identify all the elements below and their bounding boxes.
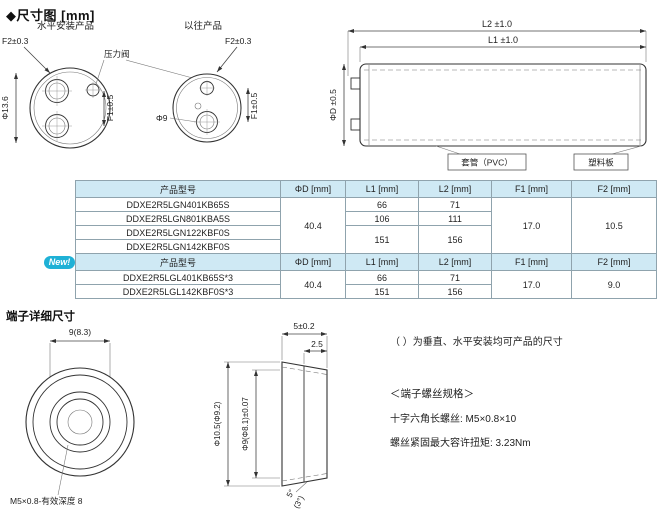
torque-spec-line: 螺丝紧固最大容许扭矩: 3.23Nm: [390, 438, 531, 449]
phi-d-dim-label: ΦD ±0.5: [328, 89, 338, 121]
cell-l1: 106: [345, 211, 419, 226]
cell-model: DDXE2R5LGL401KB65S*3: [75, 270, 281, 285]
terminal-width-dim-label: 9(8.3): [69, 327, 91, 337]
table-row: DDXE2R5LGL142KBF0S*3 151 156: [75, 284, 657, 299]
table-row: DDXE2R5LGN801KBA5S 106 111: [75, 211, 657, 226]
horizontal-product-label: 水平安装产品: [37, 20, 94, 32]
cell-l2: 156: [418, 225, 492, 254]
terminal-total-dim-label: 5±0.2: [293, 321, 314, 331]
cell-model: DDXE2R5LGL142KBF0S*3: [75, 284, 281, 299]
cell-l2: 111: [418, 211, 492, 226]
plastic-plate-label: 塑料板: [588, 158, 614, 168]
table-row: DDXE2R5LGN401KB65S 40.4 66 71 17.0 10.5: [75, 197, 657, 254]
page-title: ◆尺寸图 [mm]: [6, 8, 95, 23]
terminal-step-dim-label: 2.5: [311, 339, 323, 349]
sleeve-callout: [435, 145, 527, 171]
col-header-l1: L1 [mm]: [345, 253, 419, 271]
table-row: DDXE2R5LGN122KBF0S 151 156: [75, 225, 657, 254]
cell-l2: 71: [418, 270, 492, 285]
col-header-model: 产品型号: [75, 253, 281, 271]
phi-post-dim-label: Φ9(Φ8.1)±0.07: [241, 397, 250, 451]
col-header-f1: F1 [mm]: [491, 180, 572, 198]
horizontal-product-top-view: [29, 67, 111, 149]
spec-table-new: 产品型号 ΦD [mm] L1 [mm] L2 [mm] F1 [mm] F2 …: [75, 253, 657, 299]
cell-phi-d: 40.4: [280, 270, 346, 299]
col-header-model: 产品型号: [75, 180, 281, 198]
spec-table-existing: 产品型号 ΦD [mm] L1 [mm] L2 [mm] F1 [mm] F2 …: [75, 180, 657, 254]
f2-right-leader: [216, 46, 238, 73]
cell-l1: 151: [345, 284, 419, 299]
phi-flange-dimension: [224, 361, 280, 487]
terminal-detail-heading: 端子详细尺寸: [6, 311, 75, 323]
cell-phi-d: 40.4: [280, 197, 346, 254]
phi-flange-dim-label: Φ10.5(Φ9.2): [213, 401, 222, 446]
col-header-l2: L2 [mm]: [418, 180, 492, 198]
l2-dim-label: L2 ±1.0: [482, 19, 512, 29]
col-header-phi-d: ΦD [mm]: [280, 180, 346, 198]
cell-f1: 17.0: [491, 197, 572, 254]
terminal-face-circles: [25, 367, 135, 477]
f2-dim-left-label: F2±0.3: [2, 36, 29, 46]
cell-l1: 66: [345, 270, 419, 285]
phi136-dim-label: Φ13.6: [0, 96, 10, 120]
l1-dimension: [359, 45, 646, 62]
spec-tables: 产品型号 ΦD [mm] L1 [mm] L2 [mm] F1 [mm] F2 …: [75, 180, 657, 299]
bracket-note: （ ）为垂直、水平安装均可产品的尺寸: [390, 337, 563, 348]
plastic-plate-callout: [573, 145, 642, 171]
pressure-valve-leaders: [95, 59, 201, 85]
cell-f2: 9.0: [571, 270, 657, 299]
col-header-f2: F2 [mm]: [571, 180, 657, 198]
col-header-phi-d: ΦD [mm]: [280, 253, 346, 271]
f2-left-leader: [23, 46, 51, 74]
header-row: 产品型号 ΦD [mm] L1 [mm] L2 [mm] F1 [mm] F2 …: [75, 253, 657, 271]
l1-dim-label: L1 ±1.0: [488, 35, 518, 45]
f2-dim-right-label: F2±0.3: [225, 36, 252, 46]
terminal-step-dimension: [303, 349, 327, 364]
f1-dim-right-label: F1±0.5: [249, 93, 259, 120]
col-header-f2: F2 [mm]: [571, 253, 657, 271]
dimension-drawing: 水平安装产品 F2±0.3 压力阀 Φ13.6: [0, 19, 647, 171]
l2-dimension: [347, 29, 647, 76]
cell-l2: 156: [418, 284, 492, 299]
phi9-dim-label: Φ9: [156, 113, 168, 123]
cell-f1: 17.0: [491, 270, 572, 299]
sleeve-label: 套管（PVC）: [461, 158, 512, 168]
cell-l2: 71: [418, 197, 492, 212]
screw-spec-title: ＜端子螺丝规格＞: [390, 388, 474, 400]
cell-l1: 151: [345, 225, 419, 254]
pressure-valve-label: 压力阀: [104, 49, 130, 59]
col-header-l2: L2 [mm]: [418, 253, 492, 271]
thread-leader: [57, 444, 69, 496]
new-badge: New!: [44, 256, 75, 269]
cell-model: DDXE2R5LGN401KB65S: [75, 197, 281, 212]
phi-post-dimension: [252, 369, 280, 479]
terminal-profile: [281, 361, 328, 487]
previous-product-top-view: [172, 73, 242, 143]
thread-spec-label: M5×0.8-有效深度 8: [10, 496, 83, 506]
cell-model: DDXE2R5LGN142KBF0S: [75, 239, 281, 254]
cell-f2: 10.5: [571, 197, 657, 254]
col-header-f1: F1 [mm]: [491, 253, 572, 271]
cell-l1: 66: [345, 197, 419, 212]
screw-spec-line: 十字六角长螺丝: M5×0.8×10: [390, 414, 517, 425]
terminal-face-drawing: 9(8.3) M5×0.8-有效深度 8: [10, 327, 135, 506]
angle-leader: [295, 481, 308, 493]
table-row: DDXE2R5LGL401KB65S*3 40.4 66 71 17.0 9.0: [75, 270, 657, 299]
header-row: 产品型号 ΦD [mm] L1 [mm] L2 [mm] F1 [mm] F2 …: [75, 180, 657, 198]
cell-model: DDXE2R5LGN801KBA5S: [75, 211, 281, 226]
phi9-leader: [169, 117, 198, 123]
col-header-l1: L1 [mm]: [345, 180, 419, 198]
cell-model: DDXE2R5LGN122KBF0S: [75, 225, 281, 240]
f1-dim-left-label: F1±0.5: [105, 95, 115, 122]
terminal-side-drawing: 5±0.2 2.5 Φ10.5(Φ9.2) Φ9(Φ8.1)±0.: [213, 321, 328, 510]
previous-product-label: 以往产品: [184, 20, 222, 32]
terminal-total-dimension: [281, 332, 328, 368]
capacitor-side-view: [350, 63, 647, 147]
angle-main-label: 5°: [285, 488, 297, 499]
